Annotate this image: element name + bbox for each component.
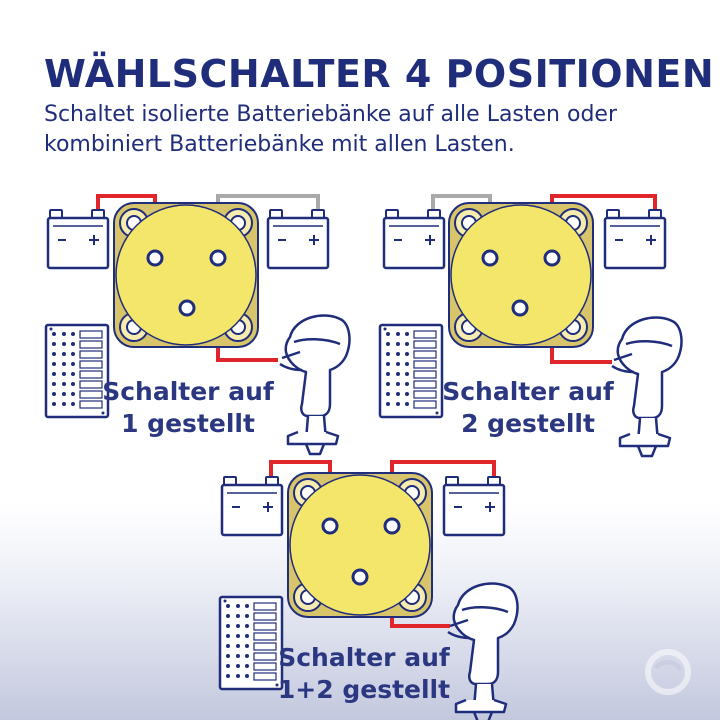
distribution-panel-icon <box>378 323 444 419</box>
battery-1-icon <box>220 475 284 537</box>
distribution-panel-icon <box>44 323 110 419</box>
battery-1-icon <box>46 208 110 270</box>
outboard-motor-icon <box>278 314 351 456</box>
diagram-position-2: Schalter auf 2 gestellt <box>378 194 683 458</box>
battery-2-icon <box>603 208 667 270</box>
terminal-battery-1 <box>481 249 499 267</box>
battery-2-icon <box>266 208 330 270</box>
caption-line-1: Schalter auf <box>278 643 451 672</box>
diagram-position-1: Schalter auf 1 gestellt <box>44 194 351 456</box>
outboard-motor-icon <box>446 582 519 720</box>
page-subtitle: Schaltet isolierte Batteriebänke auf all… <box>44 102 617 157</box>
caption-line-2: 2 gestellt <box>461 409 595 438</box>
terminal-battery-1 <box>146 249 164 267</box>
caption-line-2: 1 gestellt <box>121 409 255 438</box>
page-title: WÄHLSCHALTER 4 POSITIONEN <box>44 52 715 96</box>
battery-switch <box>448 202 594 348</box>
terminal-battery-2 <box>543 249 561 267</box>
outboard-motor-icon <box>610 316 683 458</box>
terminal-battery-2 <box>383 517 401 535</box>
terminal-common <box>178 299 196 317</box>
brand-logo-icon <box>645 649 691 695</box>
caption-line-1: Schalter auf <box>442 377 615 406</box>
caption-line-2: 1+2 gestellt <box>278 675 450 704</box>
diagram-position-1-2: Schalter auf 1+2 gestellt <box>218 460 519 720</box>
terminal-battery-2 <box>209 249 227 267</box>
terminal-battery-1 <box>321 517 339 535</box>
battery-switch <box>113 202 259 348</box>
distribution-panel-icon <box>218 595 284 691</box>
terminal-common <box>511 299 529 317</box>
battery-1-icon <box>382 208 446 270</box>
terminal-common <box>351 568 369 586</box>
caption-line-1: Schalter auf <box>102 377 275 406</box>
battery-switch <box>287 472 433 618</box>
battery-2-icon <box>442 475 506 537</box>
